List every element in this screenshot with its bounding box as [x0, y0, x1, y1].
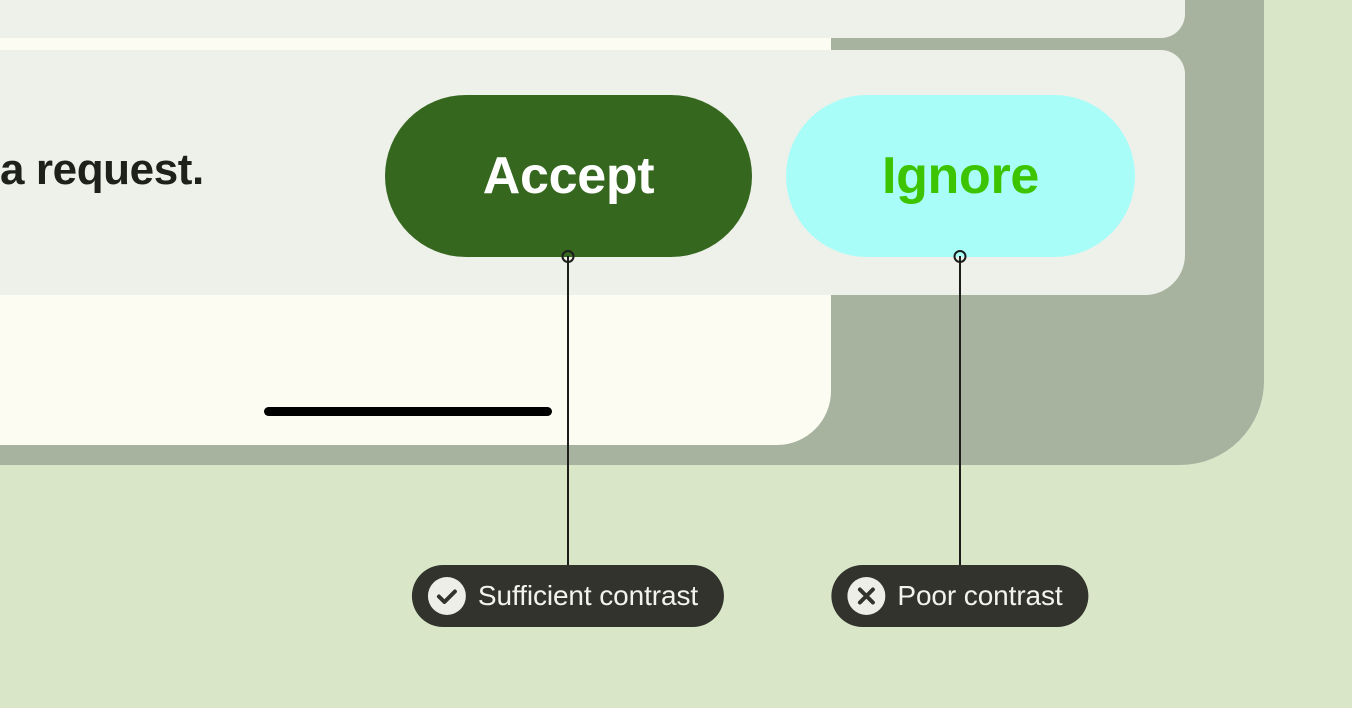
callout-leader-line — [567, 256, 569, 566]
message-text: a request. — [0, 145, 204, 194]
callout-leader-line — [959, 256, 961, 566]
message-card-previous — [0, 0, 1185, 38]
x-circle-icon — [847, 577, 886, 615]
callout-label: Poor contrast — [897, 580, 1063, 611]
accept-button[interactable]: Accept — [385, 95, 752, 257]
callout-label: Sufficient contrast — [477, 580, 699, 611]
home-indicator — [264, 407, 552, 416]
status-badge-sufficient-contrast: Sufficient contrast — [411, 565, 725, 627]
status-badge-poor-contrast: Poor contrast — [831, 565, 1089, 627]
ignore-button[interactable]: Ignore — [786, 95, 1135, 257]
check-circle-icon — [427, 577, 466, 615]
